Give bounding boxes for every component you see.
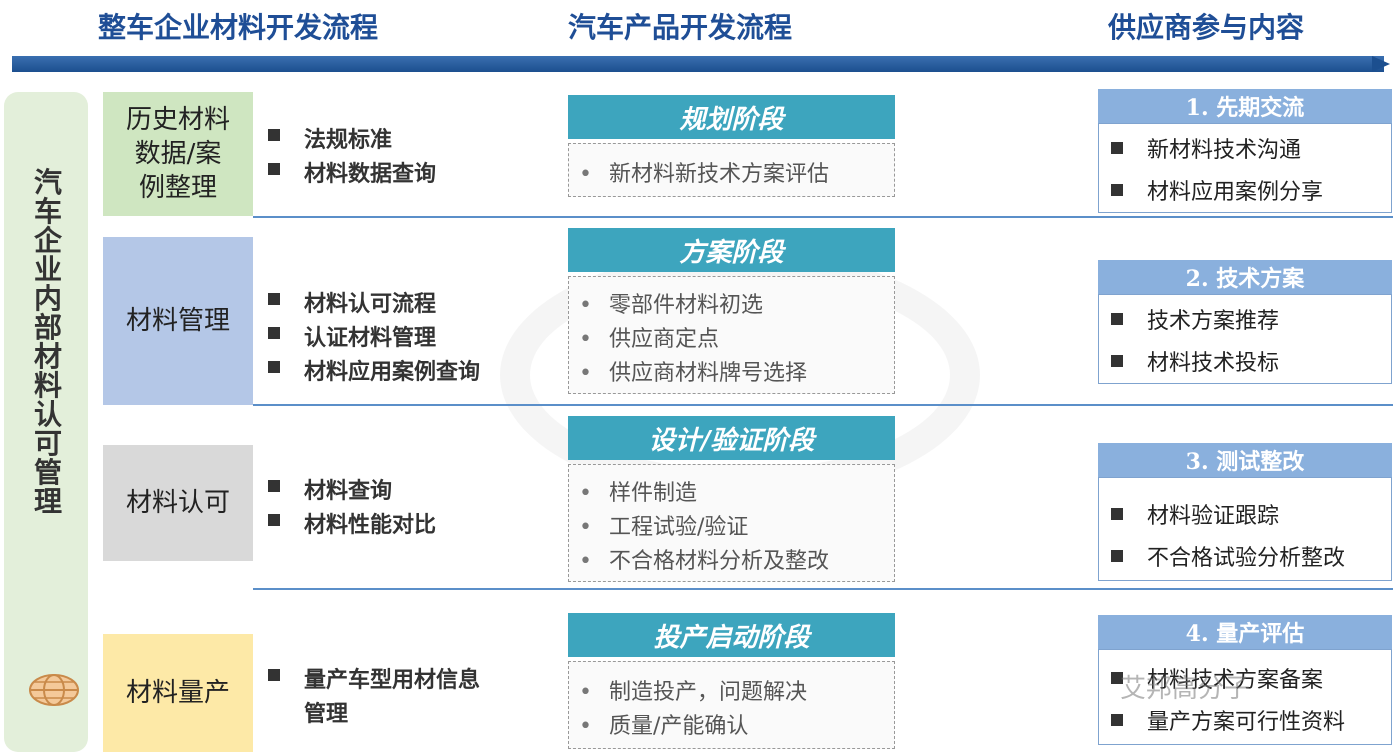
phase-design-title: 设计/验证阶段 bbox=[568, 416, 895, 460]
supplier-mass-eval-box: 材料技术方案备案 量产方案可行性资料 bbox=[1098, 649, 1392, 745]
supplier-testing-title: 3. 测试整改 bbox=[1098, 443, 1392, 477]
list-item: •样件制造 bbox=[579, 481, 698, 506]
list-item: •新材料新技术方案评估 bbox=[579, 162, 830, 187]
square-bullet-icon bbox=[1111, 142, 1123, 154]
row-separator bbox=[253, 216, 1393, 218]
list-item: 材料应用案例分享 bbox=[1111, 174, 1323, 206]
phase-scheme-title: 方案阶段 bbox=[568, 228, 895, 272]
square-bullet-icon bbox=[1111, 550, 1123, 562]
phase-design-box: •样件制造 •工程试验/验证 •不合格材料分析及整改 bbox=[568, 464, 895, 582]
list-item: 技术方案推荐 bbox=[1111, 303, 1279, 335]
stage-mass-production-items: 量产车型用材信息 管理 bbox=[268, 662, 480, 730]
list-item: 材料技术方案备案 bbox=[1111, 662, 1323, 694]
list-item: 材料技术投标 bbox=[1111, 345, 1279, 377]
square-bullet-icon bbox=[1111, 313, 1123, 325]
stage-history-line2: 数据/案 bbox=[134, 139, 222, 169]
phase-planning-box: •新材料新技术方案评估 bbox=[568, 143, 895, 197]
vertical-panel bbox=[4, 92, 88, 752]
square-bullet-icon bbox=[1111, 184, 1123, 196]
vertical-label: 汽车企业内部材料认可管理 bbox=[33, 166, 62, 518]
stage-management-items: 材料认可流程 认证材料管理 材料应用案例查询 bbox=[268, 286, 480, 388]
watermark-text: 艾邦高分子 bbox=[1120, 674, 1251, 704]
stage-approval: 材料认可 bbox=[103, 445, 253, 561]
supplier-mass-eval-title: 4. 量产评估 bbox=[1098, 615, 1392, 649]
list-item: •不合格材料分析及整改 bbox=[579, 549, 830, 574]
list-item: 法规标准 bbox=[268, 122, 436, 156]
list-item: 材料性能对比 bbox=[268, 507, 436, 541]
stage-history-items: 法规标准 材料数据查询 bbox=[268, 122, 436, 190]
square-bullet-icon bbox=[268, 293, 280, 305]
globe-icon bbox=[29, 674, 79, 706]
supplier-testing-box: 材料验证跟踪 不合格试验分析整改 bbox=[1098, 477, 1392, 581]
list-item: 不合格试验分析整改 bbox=[1111, 540, 1345, 572]
list-item: 量产车型用材信息 bbox=[268, 662, 480, 696]
square-bullet-icon bbox=[1111, 672, 1123, 684]
list-item: 认证材料管理 bbox=[268, 320, 480, 354]
top-arrow-bar bbox=[12, 56, 1384, 72]
square-bullet-icon bbox=[268, 514, 280, 526]
stage-approval-items: 材料查询 材料性能对比 bbox=[268, 473, 436, 541]
stage-history: 历史材料 数据/案 例整理 bbox=[103, 92, 253, 216]
list-item: 材料查询 bbox=[268, 473, 436, 507]
list-item: 材料应用案例查询 bbox=[268, 354, 480, 388]
list-item: •零部件材料初选 bbox=[579, 293, 764, 318]
square-bullet-icon bbox=[1111, 355, 1123, 367]
list-item: 材料数据查询 bbox=[268, 156, 436, 190]
square-bullet-icon bbox=[268, 669, 280, 681]
list-item: •供应商定点 bbox=[579, 327, 720, 352]
header-right-title: 供应商参与内容 bbox=[1108, 11, 1305, 44]
list-item: •供应商材料牌号选择 bbox=[579, 361, 808, 386]
list-item: •制造投产，问题解决 bbox=[579, 680, 808, 705]
header-middle-title: 汽车产品开发流程 bbox=[568, 11, 793, 44]
square-bullet-icon bbox=[268, 129, 280, 141]
square-bullet-icon bbox=[268, 163, 280, 175]
square-bullet-icon bbox=[268, 480, 280, 492]
supplier-early-exchange-title: 1. 先期交流 bbox=[1098, 89, 1392, 123]
phase-launch-box: •制造投产，问题解决 •质量/产能确认 bbox=[568, 661, 895, 749]
stage-history-line3: 例整理 bbox=[138, 173, 217, 203]
phase-planning-title: 规划阶段 bbox=[568, 95, 895, 139]
square-bullet-icon bbox=[1111, 508, 1123, 520]
phase-scheme-box: •零部件材料初选 •供应商定点 •供应商材料牌号选择 bbox=[568, 276, 895, 394]
supplier-tech-scheme-title: 2. 技术方案 bbox=[1098, 260, 1392, 294]
row-separator bbox=[253, 404, 1393, 406]
list-item: •工程试验/验证 bbox=[579, 515, 749, 540]
list-item: 材料认可流程 bbox=[268, 286, 480, 320]
list-item: 管理 bbox=[304, 702, 349, 727]
square-bullet-icon bbox=[268, 327, 280, 339]
stage-management: 材料管理 bbox=[103, 237, 253, 405]
stage-history-line1: 历史材料 bbox=[125, 105, 230, 135]
phase-launch-title: 投产启动阶段 bbox=[568, 613, 895, 657]
list-item: 新材料技术沟通 bbox=[1111, 132, 1301, 164]
list-item: 量产方案可行性资料 bbox=[1111, 704, 1345, 736]
header-left-title: 整车企业材料开发流程 bbox=[98, 11, 379, 44]
top-arrow-tip bbox=[1372, 56, 1390, 72]
stage-mass-production: 材料量产 bbox=[103, 634, 253, 752]
square-bullet-icon bbox=[268, 361, 280, 373]
list-item: 材料验证跟踪 bbox=[1111, 498, 1279, 530]
square-bullet-icon bbox=[1111, 714, 1123, 726]
supplier-early-exchange-box: 新材料技术沟通 材料应用案例分享 bbox=[1098, 123, 1392, 213]
row-separator bbox=[253, 588, 1393, 590]
list-item: •质量/产能确认 bbox=[579, 714, 749, 739]
supplier-tech-scheme-box: 技术方案推荐 材料技术投标 bbox=[1098, 294, 1392, 384]
